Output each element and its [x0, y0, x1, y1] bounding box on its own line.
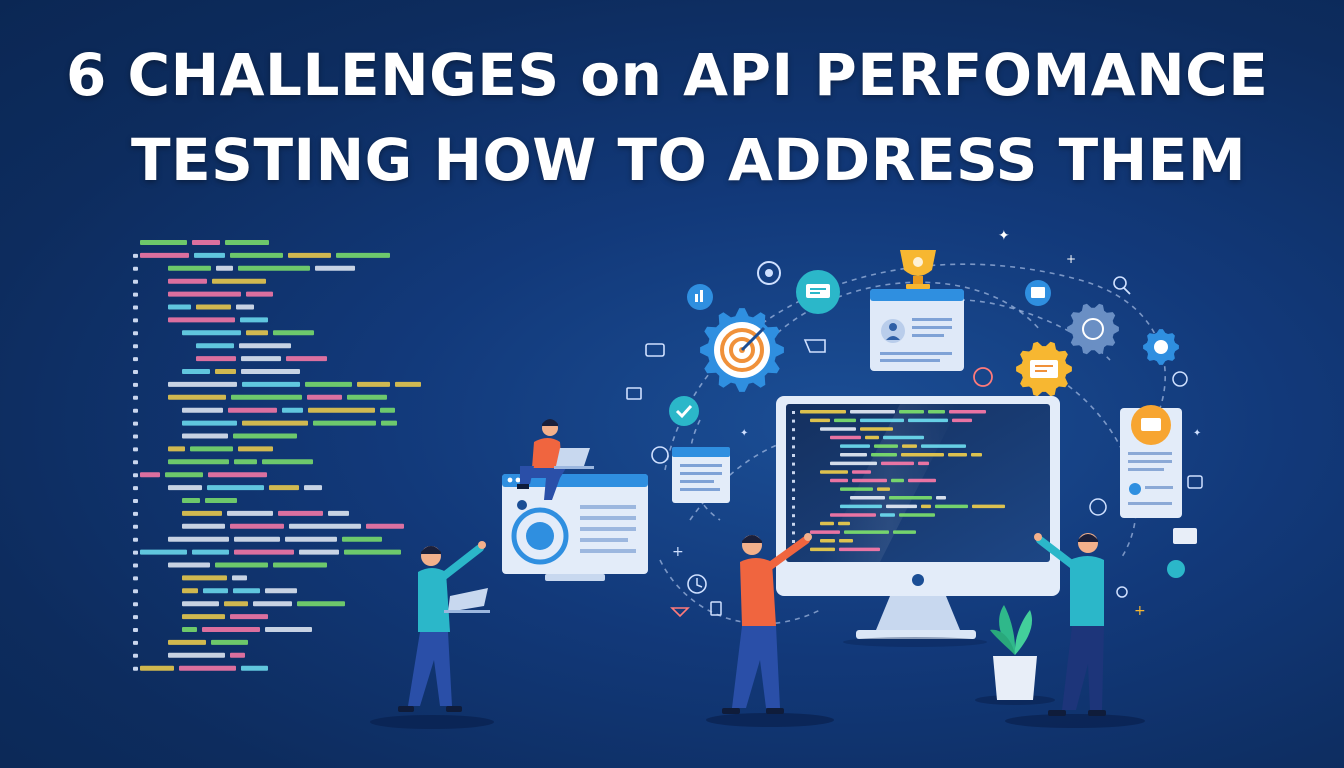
gear-tiny-icon [1089, 498, 1107, 516]
profile-card [870, 289, 964, 371]
floor-shadows [370, 637, 1145, 729]
laptop-icon [448, 588, 488, 612]
svg-text:✦: ✦ [998, 228, 1010, 244]
floating-icons: ✦ + + + ✦ ✦ [626, 228, 1203, 619]
globe-icon [757, 261, 781, 285]
gear-outline-icon [1067, 303, 1119, 355]
list-card [672, 447, 730, 503]
monitor-small-icon [626, 387, 642, 400]
file-icon [710, 601, 722, 616]
person-icon [722, 533, 812, 714]
svg-text:✦: ✦ [740, 428, 748, 439]
headline-line-2: TESTING HOW TO ADDRESS THEM [131, 126, 1247, 194]
browser-window [502, 474, 648, 581]
target-small-icon [973, 367, 993, 387]
trophy-icon [900, 250, 936, 289]
laptop-icon [556, 448, 590, 466]
monitor-icon [776, 396, 1060, 639]
message-icon [1173, 528, 1197, 544]
settings-small-icon [651, 446, 669, 464]
shield-small-icon [1172, 371, 1188, 387]
gear-icon [1016, 341, 1072, 397]
code-listing-decorative [133, 240, 421, 671]
data-icon [1167, 560, 1185, 578]
plant-icon [975, 605, 1055, 705]
clock-icon [687, 574, 707, 594]
person-icon [1034, 533, 1106, 716]
warning-icon [670, 607, 690, 618]
svg-text:+: + [672, 544, 684, 560]
chat-icon [803, 339, 826, 353]
card-icon [645, 343, 665, 357]
lock-icon [1187, 475, 1203, 489]
check-icon [669, 396, 699, 426]
person-icon [398, 541, 490, 712]
svg-text:+: + [1066, 252, 1076, 266]
svg-text:✦: ✦ [1193, 428, 1201, 439]
search-icon [1113, 276, 1127, 290]
target-gear-icon [700, 308, 784, 392]
svg-text:+: + [1134, 603, 1146, 619]
document-icon [1120, 405, 1182, 518]
gear-small-icon [1143, 329, 1179, 365]
person-icon [517, 419, 594, 500]
headline-line-1: 6 CHALLENGES on API PERFOMANCE [66, 41, 1269, 109]
